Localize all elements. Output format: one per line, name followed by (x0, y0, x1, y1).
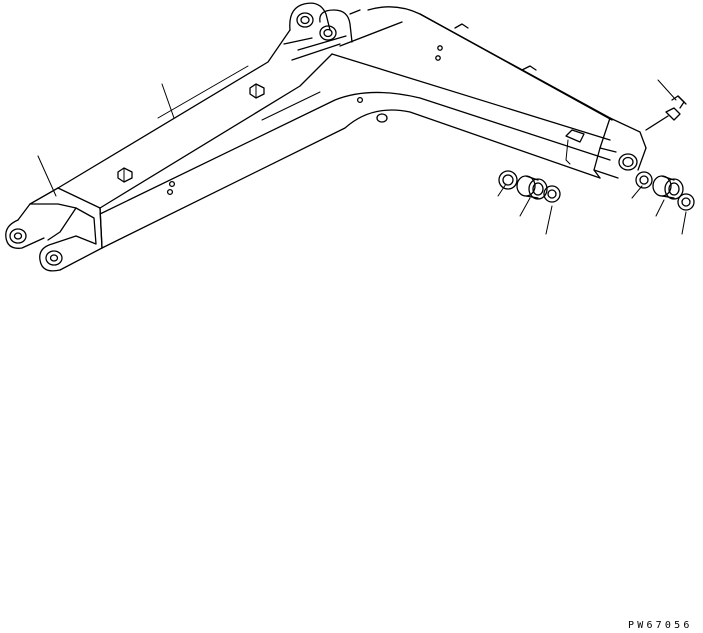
boom-details (117, 23, 638, 196)
boom-front-fork (5, 187, 103, 272)
bushing-set-right (635, 171, 695, 211)
cylinder-bracket (283, 2, 361, 61)
bushing-set-left (498, 170, 561, 203)
drawing-code: PW67056 (628, 620, 693, 631)
leader-lines (37, 79, 687, 235)
boom-body (57, 6, 647, 249)
grease-fitting (645, 95, 687, 131)
